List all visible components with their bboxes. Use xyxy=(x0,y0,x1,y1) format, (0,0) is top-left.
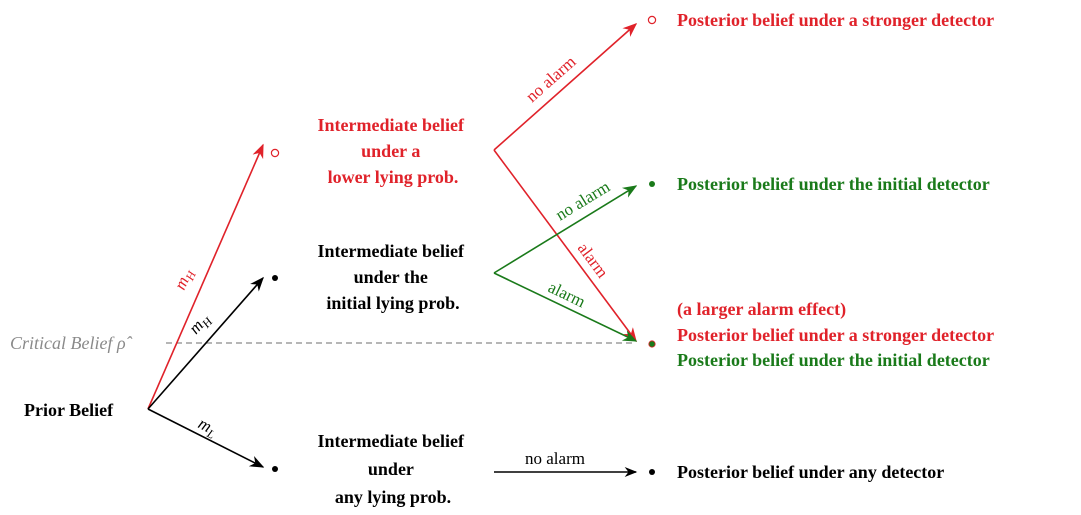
branch-lower-black xyxy=(147,408,265,468)
node-posterior-critical xyxy=(648,340,656,348)
intermediate-low-label: Intermediate belief under any lying prob… xyxy=(318,431,469,507)
branch-middle-black xyxy=(147,276,264,410)
edge-green-no-alarm xyxy=(493,185,638,274)
node-intermediate-low xyxy=(272,466,278,472)
node-intermediate-mid xyxy=(272,275,278,281)
intermediate-red-label: Intermediate belief under a lower lying … xyxy=(318,115,469,187)
critical-belief-label: Critical Belief ρ̂ xyxy=(10,333,133,353)
alarm-effect-note: (a larger alarm effect) xyxy=(677,299,846,320)
posterior-mid-green-label: Posterior belief under the initial detec… xyxy=(677,174,990,194)
edge-label-green-alarm: alarm xyxy=(545,277,588,311)
intermediate-mid-label: Intermediate belief under the initial ly… xyxy=(318,241,469,313)
edge-red-alarm xyxy=(493,149,637,343)
posterior-critical-green-label: Posterior belief under the initial detec… xyxy=(677,350,990,370)
posterior-bottom-label: Posterior belief under any detector xyxy=(677,462,944,482)
prior-belief-label: Prior Belief xyxy=(24,400,114,420)
node-posterior-bottom xyxy=(649,469,655,475)
edge-label-red-alarm: alarm xyxy=(574,239,612,281)
posterior-top-red-label: Posterior belief under a stronger detect… xyxy=(677,10,994,30)
edge-red-no-alarm xyxy=(493,23,638,151)
edge-label-green-no-alarm: no alarm xyxy=(552,177,613,225)
msg-label-upper-red: mH xyxy=(170,265,199,294)
node-posterior-top-red xyxy=(647,15,657,25)
posterior-critical-red-label: Posterior belief under a stronger detect… xyxy=(677,325,994,345)
edge-label-black-no-alarm: no alarm xyxy=(525,449,585,468)
node-posterior-mid-green xyxy=(649,181,655,187)
edge-label-red-no-alarm: no alarm xyxy=(522,52,579,106)
node-intermediate-red xyxy=(270,148,280,158)
branch-upper-red xyxy=(147,143,264,410)
msg-label-low-black: mL xyxy=(194,414,221,442)
edge-green-alarm xyxy=(493,272,638,342)
